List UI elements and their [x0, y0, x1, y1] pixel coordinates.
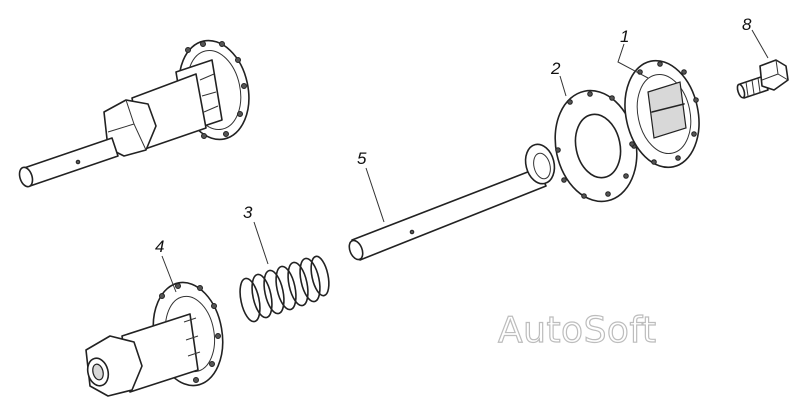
leader-8 [751, 29, 769, 59]
watermark: AutoSoft [498, 310, 657, 351]
part-8-threads [745, 77, 761, 97]
spring-coil [310, 255, 330, 297]
gasket-hole [581, 193, 587, 199]
flange-bolt-hole [197, 285, 203, 291]
cover-hole [693, 97, 699, 103]
part-5-collar [524, 143, 556, 185]
shaft-pin-hole [75, 159, 81, 165]
cover-hole [675, 155, 681, 161]
flange-bolt-hole [211, 303, 217, 309]
part-8-bolt [736, 59, 789, 99]
part-4-flange-body [85, 281, 224, 397]
part-1-inner [636, 74, 692, 154]
gasket-hole [609, 95, 615, 101]
spring-coil [263, 269, 285, 315]
spring-coil [275, 265, 297, 311]
flange-bolt-hole [201, 133, 207, 139]
flange-bolt-hole [235, 57, 241, 63]
spring-coil [287, 261, 309, 307]
gasket-hole [605, 191, 611, 197]
flange-bolt-hole [175, 283, 181, 289]
label-1: 1 [620, 27, 629, 46]
cover-hole [651, 159, 657, 165]
part-4-bore-inner [92, 363, 104, 381]
cover-hole [691, 131, 697, 137]
part-1-hub [647, 81, 687, 139]
spring-coil [239, 277, 261, 323]
leader-1 [617, 43, 649, 79]
flange-bolt-hole [215, 333, 221, 339]
flange-bolt-hole [193, 377, 199, 383]
gasket-hole [567, 99, 573, 105]
flange-bolt-hole [185, 47, 191, 53]
hex-nut-edges [107, 99, 147, 151]
gasket-hole [587, 91, 593, 97]
leader-3 [253, 221, 269, 265]
cover-hole [629, 141, 635, 147]
leader-5 [365, 167, 385, 223]
part-3-spring [239, 255, 330, 323]
flange-bolt-hole [223, 131, 229, 137]
leader-4 [161, 255, 177, 293]
shaft-pin-hole [409, 229, 415, 235]
flange-bolt-hole [200, 41, 206, 47]
label-8: 8 [742, 15, 752, 34]
flange-bolt-hole [241, 83, 247, 89]
label-5: 5 [357, 149, 367, 168]
part-8-head-edges [761, 59, 789, 81]
flange-bolt-hole [237, 111, 243, 117]
leader-lines [161, 29, 769, 293]
label-3: 3 [243, 203, 253, 222]
spring-coil [251, 273, 273, 319]
assembled-shaft-unit [18, 39, 250, 188]
flange-bolt-hole [219, 41, 225, 47]
cover-hole [681, 69, 687, 75]
part-2-inner [574, 113, 622, 179]
assembled-shaft-end [18, 166, 34, 188]
spring-coil [299, 257, 321, 303]
collar-hatch [199, 73, 219, 113]
label-2: 2 [550, 59, 561, 78]
part-1-cover [624, 59, 700, 169]
part-8-tip [736, 83, 746, 99]
gasket-hole [561, 177, 567, 183]
label-4: 4 [155, 237, 164, 256]
part-2-gasket [554, 89, 638, 203]
assembled-shaft [23, 137, 119, 187]
part-5-rod-end [348, 239, 364, 261]
part-4-hatch [183, 317, 201, 357]
gasket-hole [555, 147, 561, 153]
part-5-collar-inner [533, 152, 551, 180]
cover-hole [657, 61, 663, 67]
leader-2 [559, 75, 567, 97]
flange-bolt-hole [209, 361, 215, 367]
part-5-shaft [348, 143, 556, 261]
flange-bolt-hole [159, 293, 165, 299]
part-1-web [651, 103, 685, 113]
gasket-hole [623, 173, 629, 179]
